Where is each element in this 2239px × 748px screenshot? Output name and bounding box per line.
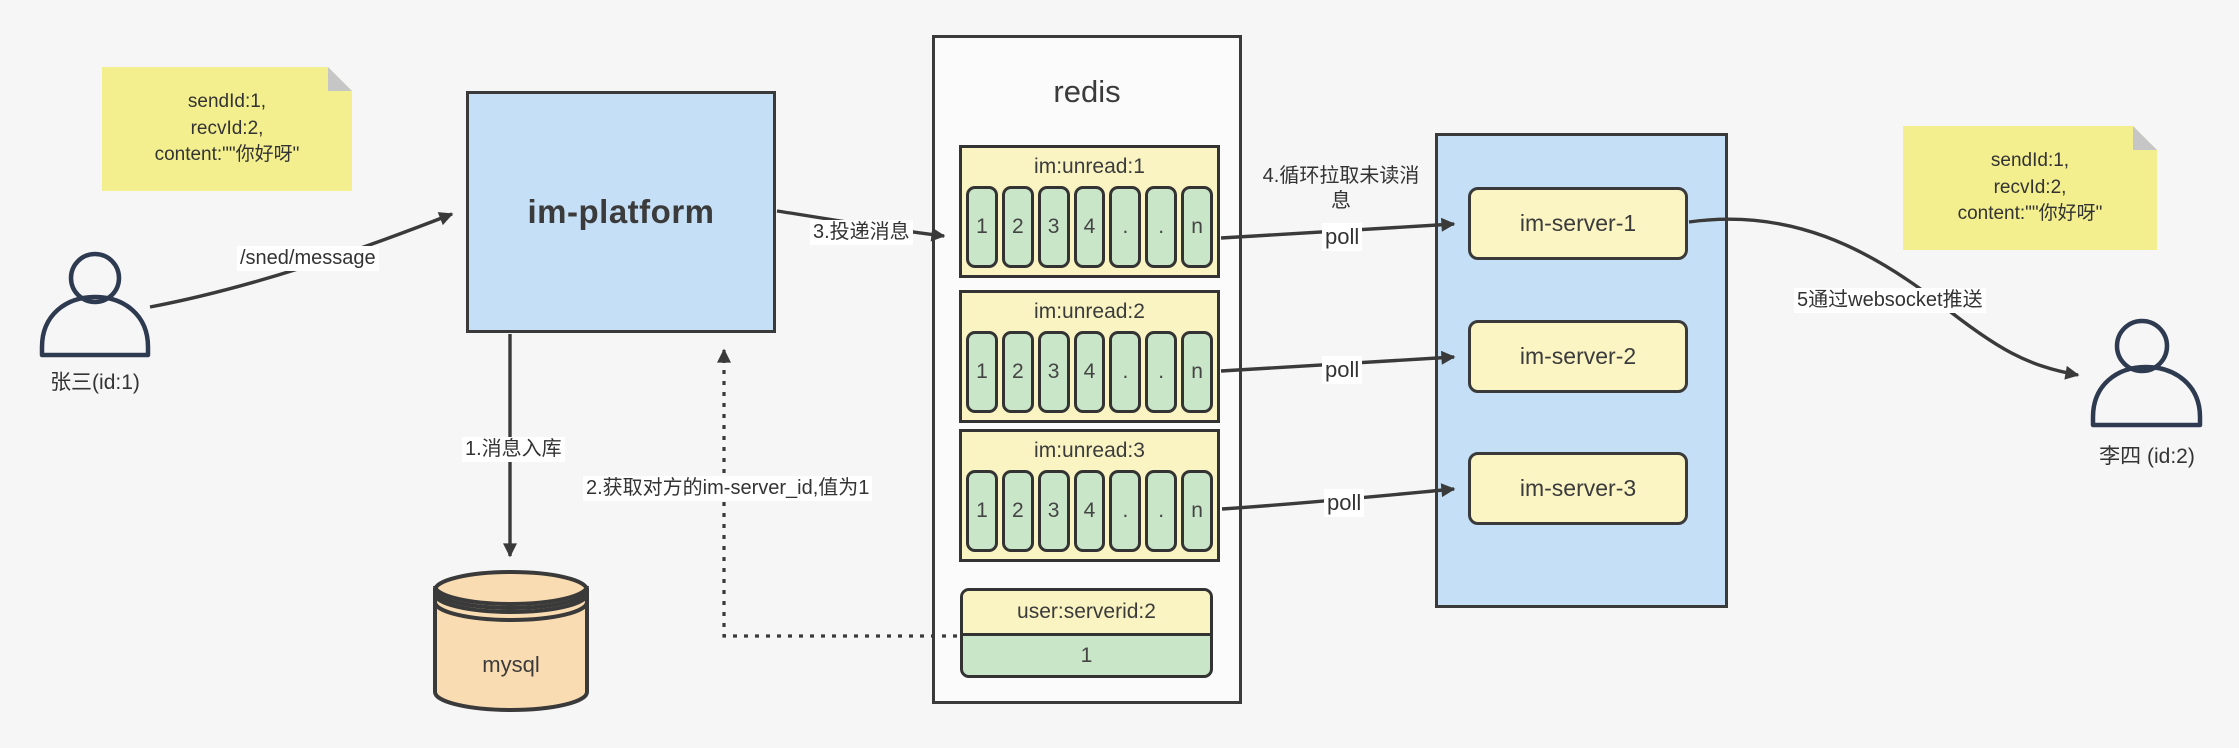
queue-cell: 3 xyxy=(1037,331,1070,413)
note-line: content:""你好呀" xyxy=(154,144,300,166)
kv-value: 1 xyxy=(1080,643,1093,667)
queue-title: im:unread:3 xyxy=(1034,439,1145,462)
im-server-label: im-server-2 xyxy=(1519,343,1637,369)
queue-cell: n xyxy=(1181,470,1214,552)
sticky-note-right: sendId:1, recvId:2, content:""你好呀" xyxy=(1903,126,2157,250)
queue-cell: 4 xyxy=(1073,331,1106,413)
im-server-label: im-server-1 xyxy=(1519,210,1637,236)
queue-cell: n xyxy=(1181,186,1214,268)
queue-cell: 1 xyxy=(966,331,998,413)
im-server-1-box: im-server-1 xyxy=(1468,187,1688,260)
note-line: recvId:2, xyxy=(1993,176,2067,198)
queue-cell: . xyxy=(1109,186,1142,268)
note-line: sendId:1, xyxy=(1990,150,2070,172)
queue-cell: . xyxy=(1109,331,1142,413)
kv-box-user-serverid: user:serverid:2 1 xyxy=(960,588,1213,678)
queue-cell: 2 xyxy=(1001,470,1034,552)
queue-cell: 4 xyxy=(1073,470,1106,552)
queue-cell: 3 xyxy=(1037,470,1070,552)
kv-title: user:serverid:2 xyxy=(963,591,1210,636)
queue-title: im:unread:1 xyxy=(1034,155,1145,178)
im-platform-label: im-platform xyxy=(527,193,715,230)
queue-cell: 2 xyxy=(1001,331,1034,413)
queue-cell: . xyxy=(1109,470,1142,552)
queue-cell: 1 xyxy=(966,186,998,268)
note-fold-icon xyxy=(328,67,352,91)
im-server-3-box: im-server-3 xyxy=(1468,452,1688,525)
queue-cell: 3 xyxy=(1037,186,1070,268)
note-line: sendId:1, xyxy=(187,91,267,113)
im-server-2-box: im-server-2 xyxy=(1468,320,1688,393)
queue-cell: 1 xyxy=(966,470,998,552)
note-fold-icon xyxy=(2133,126,2157,150)
im-platform-box: im-platform xyxy=(466,91,776,333)
note-line: recvId:2, xyxy=(190,117,264,139)
im-server-label: im-server-3 xyxy=(1519,475,1637,501)
queue-title: im:unread:2 xyxy=(1034,300,1145,323)
queue-cell: . xyxy=(1145,331,1178,413)
sticky-note-left: sendId:1, recvId:2, content:""你好呀" xyxy=(102,67,352,191)
redis-title: redis xyxy=(1053,74,1121,109)
note-line: content:""你好呀" xyxy=(1957,203,2103,225)
queue-cell: 4 xyxy=(1073,186,1106,268)
queue-cell: n xyxy=(1181,331,1214,413)
queue-cell: 2 xyxy=(1001,186,1034,268)
queue-cell: . xyxy=(1145,470,1178,552)
queue-cell: . xyxy=(1145,186,1178,268)
